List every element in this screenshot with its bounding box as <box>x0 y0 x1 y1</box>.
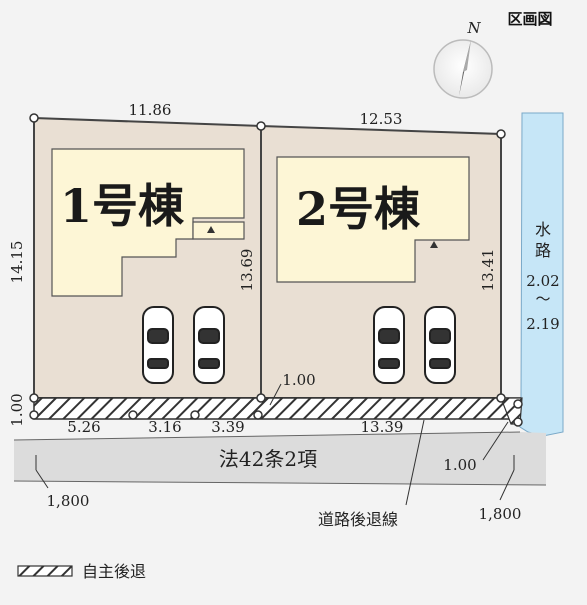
lot-1-name: 1号棟 <box>60 179 185 233</box>
compass-label: N <box>466 19 481 37</box>
setback-line-label: 道路後退線 <box>318 510 398 529</box>
setback-strip <box>33 397 521 420</box>
lot-2-name: 2号棟 <box>296 182 421 236</box>
lot-1-top-dim: 11.86 <box>129 101 172 119</box>
car-icon <box>142 306 174 384</box>
road-width-leaders <box>35 455 515 501</box>
lot-1-left-dim: 14.15 <box>8 241 26 284</box>
page-title: 区画図 <box>507 10 552 28</box>
parking-car-icons <box>142 306 456 384</box>
waterway-label-2: 路 <box>535 241 551 260</box>
car-icon <box>373 306 405 384</box>
lot-2-right-dim: 13.41 <box>479 249 497 292</box>
road-width-right: 1,800 <box>479 505 522 523</box>
road-label: 法42条2項 <box>219 447 317 471</box>
road-width-left: 1,800 <box>47 492 90 510</box>
segment-dim-1: 5.26 <box>67 418 100 436</box>
lot-1-house-gap <box>192 221 245 240</box>
lot-1-house <box>51 148 245 297</box>
waterway-label-1: 水 <box>535 220 551 239</box>
car-icon <box>193 306 225 384</box>
boundary-points <box>29 113 523 427</box>
lot-1-entry-icon <box>207 226 215 233</box>
segment-dim-2: 3.16 <box>148 418 181 436</box>
lot-2-entry-icon <box>430 241 438 248</box>
lot-2-house <box>276 156 470 283</box>
lot-1-right-dim: 13.69 <box>238 249 256 292</box>
legend-hatch-swatch <box>17 565 73 577</box>
car-icon <box>424 306 456 384</box>
waterway-tilde: ～ <box>535 290 550 308</box>
waterway-width-2: 2.19 <box>526 315 559 333</box>
lot-2-setback-dim: 1.00 <box>282 371 315 389</box>
lot-1-setback-dim: 1.00 <box>8 393 26 426</box>
road-right-setback-dim: 1.00 <box>443 456 476 474</box>
segment-dim-4: 13.39 <box>361 418 404 436</box>
lot-2-top-dim: 12.53 <box>360 110 403 128</box>
segment-dim-3: 3.39 <box>211 418 244 436</box>
compass: N <box>433 19 493 99</box>
waterway-width-1: 2.02 <box>526 272 559 290</box>
legend-label: 自主後退 <box>82 562 146 581</box>
legend: 自主後退 <box>17 562 146 581</box>
north-arrow-icon <box>459 40 471 96</box>
